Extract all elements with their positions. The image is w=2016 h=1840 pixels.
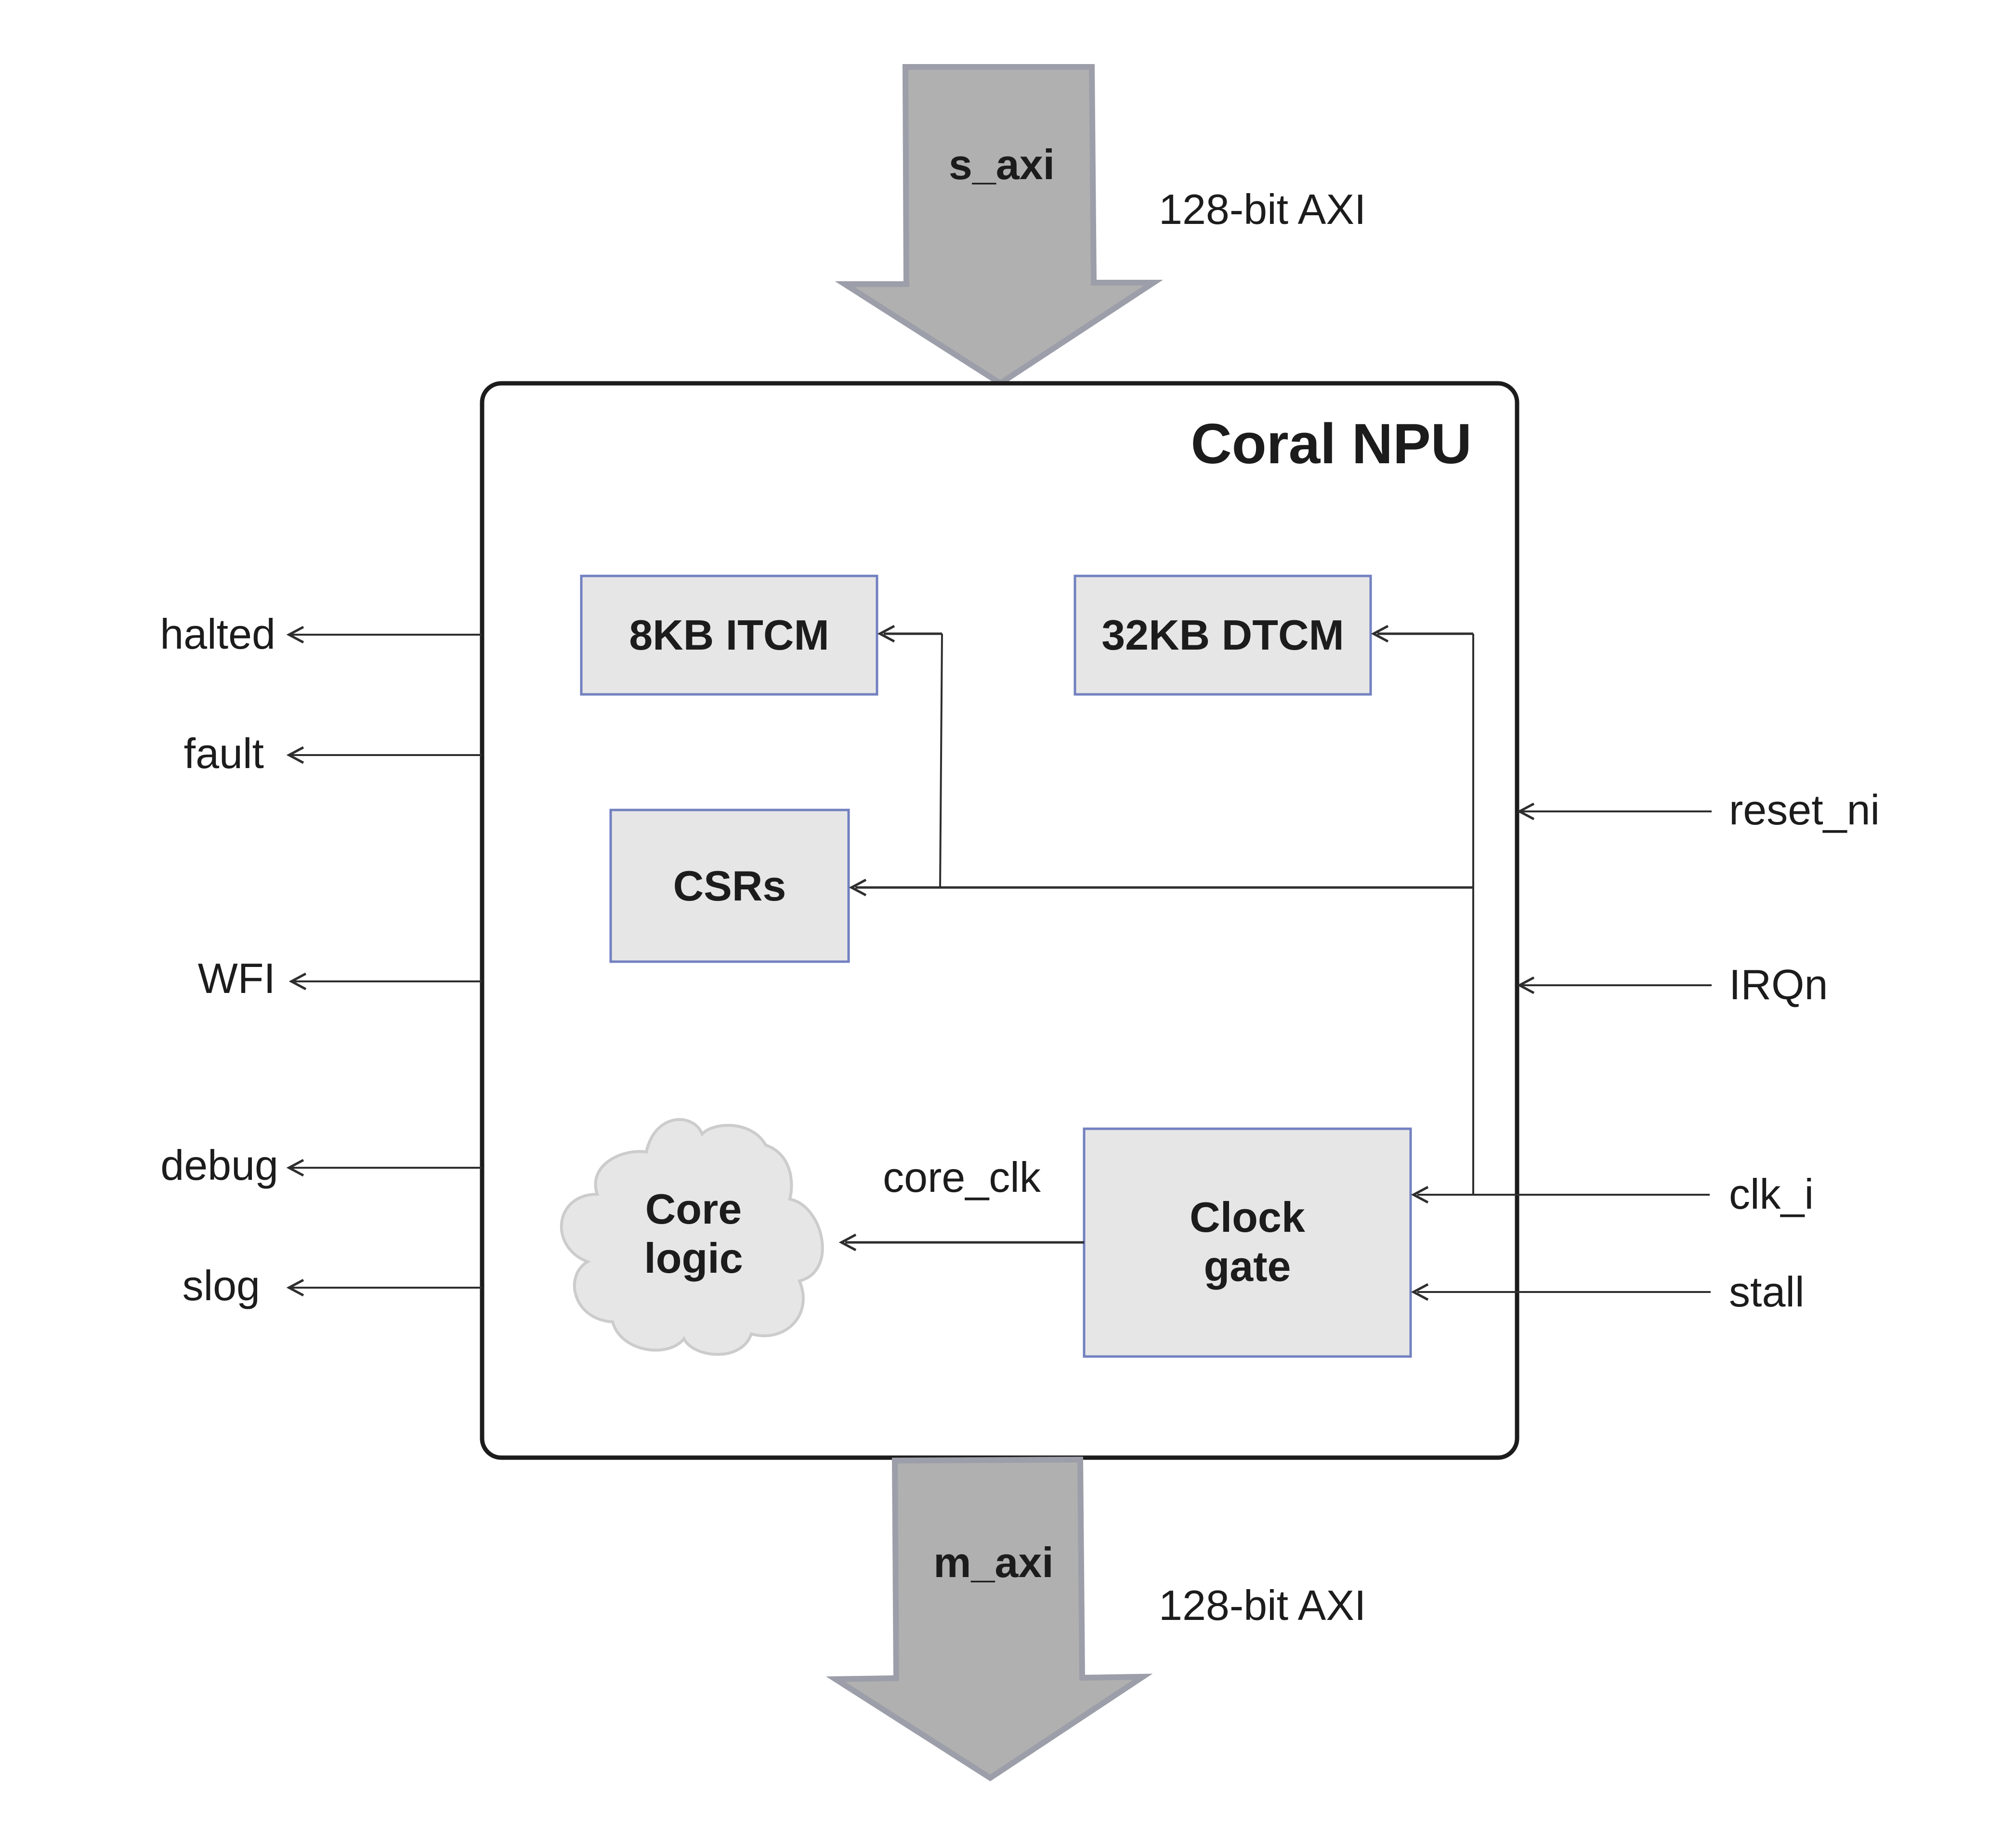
arrowhead-csrs (849, 878, 867, 897)
arrowhead-debug (286, 1159, 304, 1177)
m-axi-bus-arrow: m_axi (825, 1456, 1153, 1782)
input-label-clk-i: clk_i (1729, 1170, 1814, 1218)
output-debug: debug (160, 1141, 482, 1189)
output-label-wfi: WFI (198, 954, 275, 1002)
input-label-stall: stall (1729, 1268, 1805, 1316)
arrowhead-wfi (288, 972, 307, 991)
arrowhead-clk-i (1411, 1186, 1429, 1204)
arrowhead-slog (286, 1279, 304, 1297)
arrowhead-dtcm (1371, 625, 1389, 643)
input-clk-i: clk_i (1411, 1170, 1814, 1218)
m-axi-width-label: 128-bit AXI (1159, 1581, 1366, 1629)
output-halted: halted (160, 610, 482, 658)
output-slog: slog (183, 1262, 482, 1309)
csrs-label: CSRs (673, 862, 786, 910)
input-reset-ni: reset_ni (1517, 786, 1880, 834)
arrowhead-irqn (1517, 976, 1535, 994)
csrs-block: CSRs (609, 809, 850, 963)
itcm-label: 8KB ITCM (629, 611, 829, 659)
output-label-fault: fault (184, 730, 264, 777)
arrowhead-core-clk (838, 1233, 857, 1252)
s-axi-bus-arrow: s_axi (835, 64, 1164, 387)
core-logic-label-line1: Core (645, 1185, 742, 1233)
input-stall: stall (1411, 1268, 1805, 1316)
input-label-irqn: IRQn (1729, 961, 1828, 1008)
arrowhead-fault (286, 746, 304, 764)
s-axi-width-label: 128-bit AXI (1159, 185, 1366, 233)
clock-gate-block: Clock gate (1083, 1127, 1412, 1358)
output-wfi: WFI (198, 954, 482, 1002)
itcm-branch-vertical (939, 633, 943, 888)
arrowhead-itcm (877, 625, 895, 643)
output-fault: fault (184, 730, 482, 777)
itcm-block: 8KB ITCM (580, 574, 878, 696)
arrowhead-stall (1411, 1283, 1429, 1301)
core-logic-label-line2: logic (644, 1234, 743, 1282)
output-label-halted: halted (160, 610, 275, 658)
dtcm-block: 32KB DTCM (1073, 574, 1372, 696)
clock-gate-label-line1: Clock (1190, 1193, 1306, 1241)
input-irqn: IRQn (1517, 961, 1828, 1008)
arrowhead-reset-ni (1517, 802, 1535, 821)
clock-gate-label-line2: gate (1204, 1242, 1291, 1290)
core-clk-label: core_clk (883, 1153, 1041, 1201)
cloud-shape (560, 1118, 824, 1356)
s-axi-label: s_axi (949, 141, 1055, 188)
internal-wiring (838, 625, 1474, 1252)
dtcm-label: 32KB DTCM (1101, 611, 1344, 659)
output-label-slog: slog (183, 1262, 260, 1309)
input-signals: reset_ni IRQn clk_i stall (1411, 786, 1880, 1316)
core-logic-cloud: Core logic (560, 1118, 824, 1356)
output-signals: halted fault WFI debug slog (160, 610, 482, 1309)
input-label-reset-ni: reset_ni (1729, 786, 1880, 834)
coral-npu-title: Coral NPU (1191, 412, 1472, 476)
m-axi-label: m_axi (933, 1539, 1054, 1586)
output-label-debug: debug (160, 1141, 278, 1189)
arrowhead-halted (286, 626, 304, 644)
